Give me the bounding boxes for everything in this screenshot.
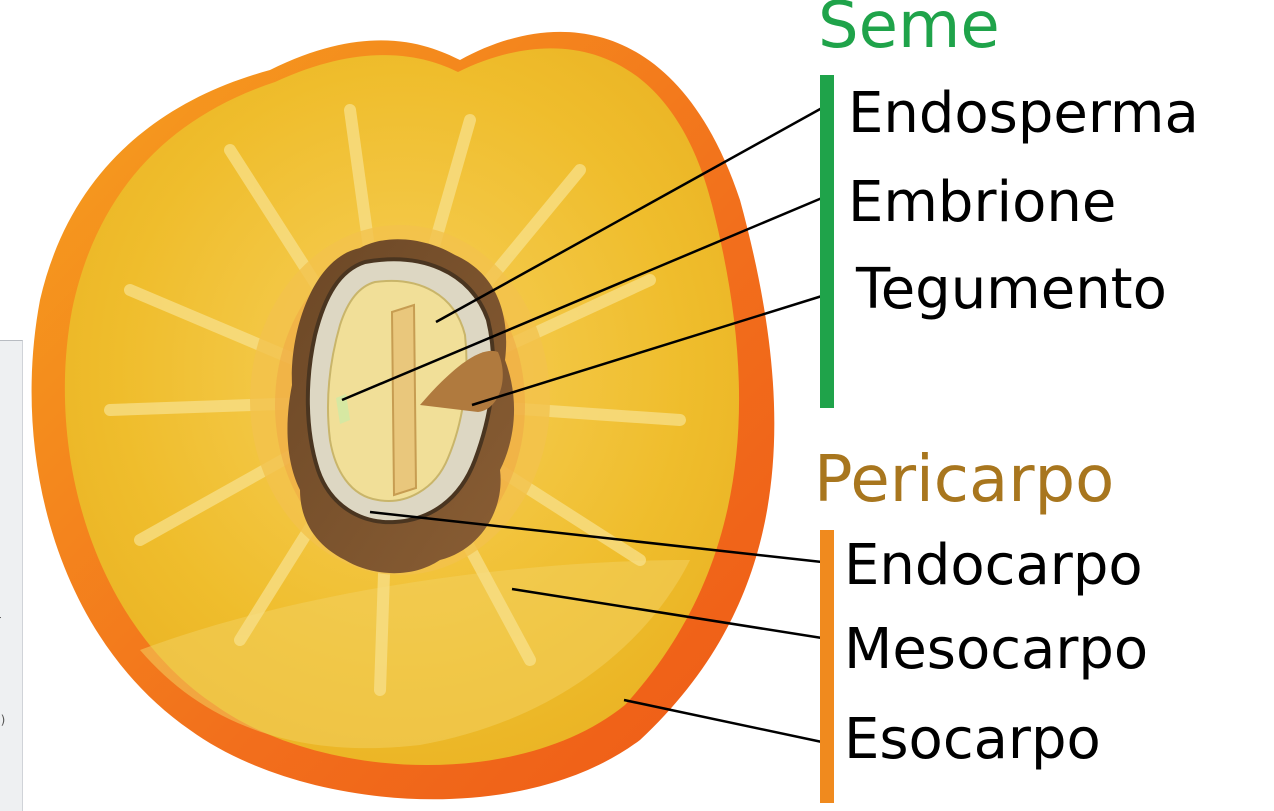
- seed-group-bar: [820, 75, 834, 408]
- label-endocarpo: Endocarpo: [844, 538, 1143, 594]
- label-esocarpo: Esocarpo: [844, 712, 1101, 768]
- label-endosperma: Endosperma: [848, 86, 1199, 142]
- label-embrione: Embrione: [848, 175, 1116, 231]
- label-tegumento: Tegumento: [856, 262, 1167, 318]
- label-mesocarpo: Mesocarpo: [844, 622, 1148, 678]
- pericarp-group-bar: [820, 530, 834, 803]
- seed-heading: Seme: [818, 0, 1000, 58]
- pericarp-heading: Pericarpo: [814, 448, 1114, 512]
- embryo: [392, 305, 416, 495]
